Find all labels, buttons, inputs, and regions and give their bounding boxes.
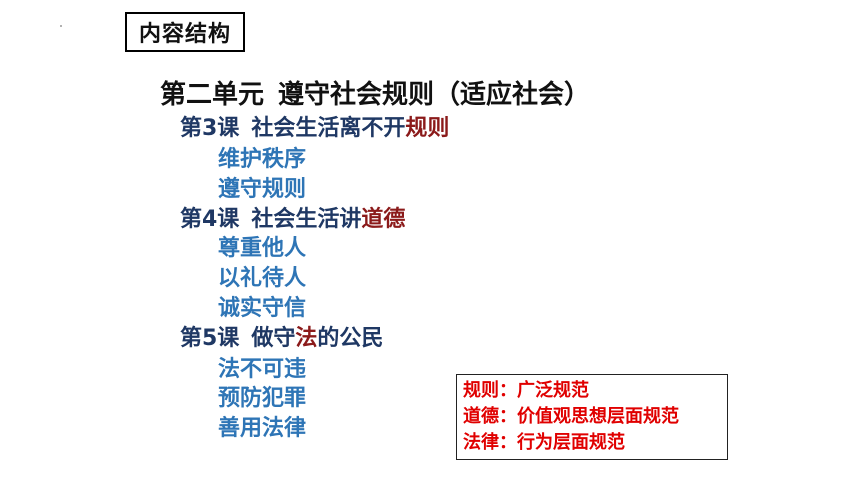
topic-item: 维护秩序 — [218, 147, 307, 172]
lesson-4-title: 第4课社会生活讲道德 — [180, 201, 405, 233]
lesson-title-keyword: 法 — [295, 326, 318, 351]
lesson-number: 第4课 — [180, 207, 240, 232]
lesson-title-text: 做守 — [251, 326, 296, 351]
lesson-title-text: 社会生活离不开 — [251, 116, 406, 141]
lesson-title-keyword: 规则 — [405, 116, 450, 141]
topic-item: 预防犯罪 — [218, 386, 307, 411]
lesson-title-tail: 的公民 — [317, 326, 384, 351]
decorative-dot — [60, 25, 62, 27]
unit-title: 第二单元遵守社会规则（适应社会） — [160, 74, 590, 111]
note-morality: 道德：价值观思想层面规范 — [463, 406, 679, 427]
topic-item: 以礼待人 — [218, 266, 307, 291]
note-rules: 规则：广泛规范 — [463, 380, 589, 401]
unit-prefix: 第二单元 — [160, 80, 265, 110]
lesson-number: 第3课 — [180, 116, 240, 141]
topic-item: 诚实守信 — [218, 296, 307, 321]
topic-item: 法不可违 — [218, 357, 307, 382]
topic-item: 善用法律 — [218, 416, 307, 441]
unit-name: 遵守社会规则（适应社会） — [278, 80, 591, 110]
section-label-box: 内容结构 — [125, 12, 245, 52]
note-law: 法律：行为层面规范 — [463, 432, 625, 453]
lesson-5-title: 第5课做守法的公民 — [180, 320, 383, 352]
section-label: 内容结构 — [138, 22, 231, 47]
lesson-title-keyword: 道德 — [361, 207, 406, 232]
topic-item: 遵守规则 — [218, 177, 307, 202]
lesson-title-text: 社会生活讲 — [251, 207, 362, 232]
lesson-number: 第5课 — [180, 326, 240, 351]
summary-note-box: 规则：广泛规范 道德：价值观思想层面规范 法律：行为层面规范 — [456, 374, 728, 460]
lesson-3-title: 第3课社会生活离不开规则 — [180, 110, 449, 142]
topic-item: 尊重他人 — [218, 236, 307, 261]
